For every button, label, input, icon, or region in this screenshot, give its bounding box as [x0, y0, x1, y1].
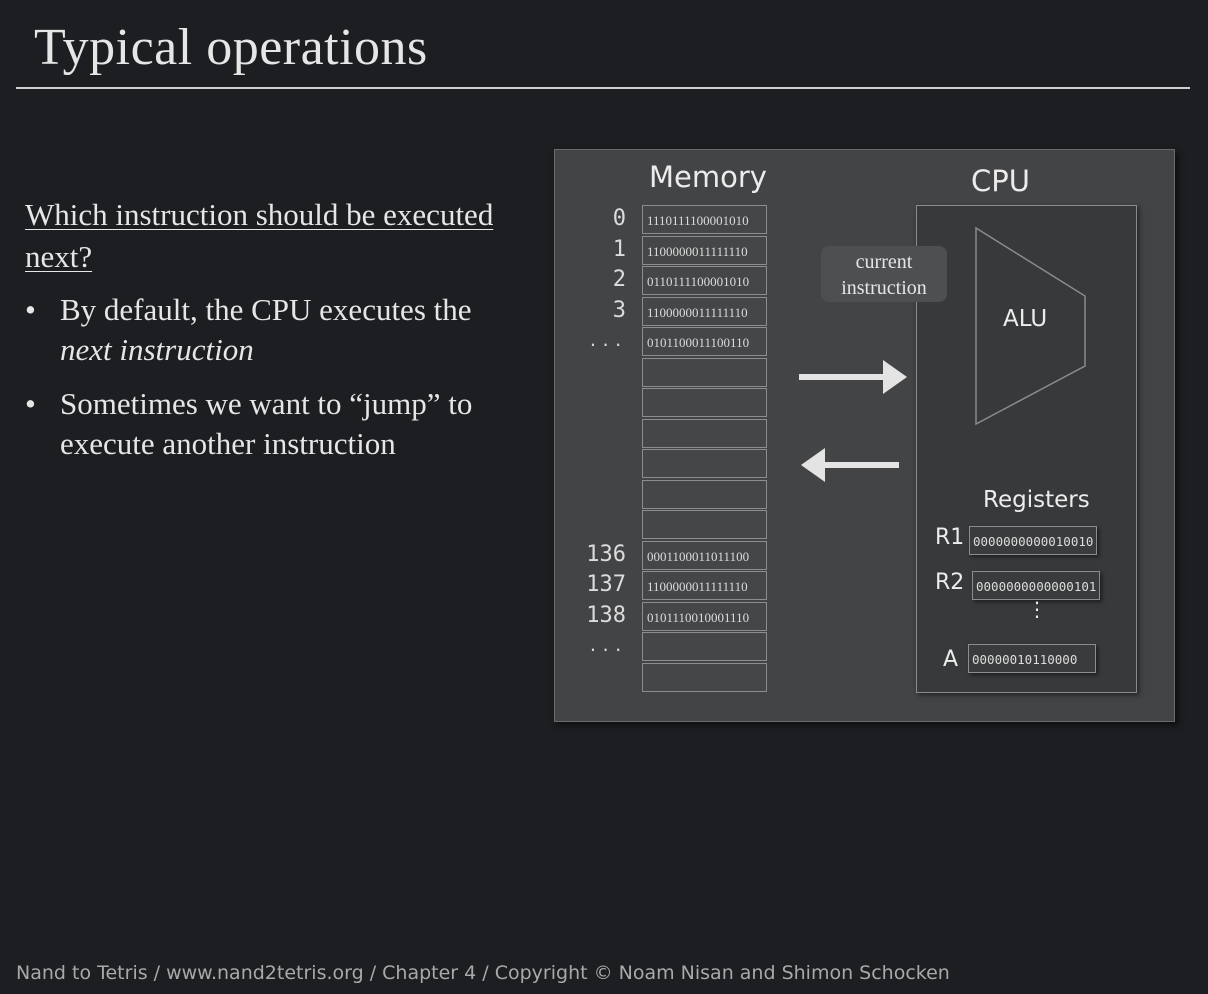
memory-cell: 0001100011011100 — [642, 540, 767, 570]
memory-cell — [642, 449, 767, 478]
memory-address: 136 — [586, 541, 626, 567]
title-rule — [16, 87, 1190, 89]
register-value-a: 00000010110000 — [968, 644, 1096, 673]
memory-cell — [642, 357, 767, 387]
registers-title: Registers — [983, 487, 1090, 513]
memory-cell: 1100000011111110 — [642, 235, 767, 265]
bullet-list: • By default, the CPU executes the next … — [25, 290, 525, 478]
memory-cell: 0101110010001110 — [642, 601, 767, 631]
memory-cell — [642, 510, 767, 539]
bullet-text: By default, the CPU executes the — [60, 292, 472, 327]
memory-address: 1 — [612, 236, 626, 262]
register-value-r1: 0000000000010010 — [969, 526, 1097, 555]
memory-address: 138 — [586, 602, 626, 628]
memory-cell — [642, 662, 767, 692]
arrow-to-cpu — [799, 360, 907, 394]
memory-title: Memory — [649, 160, 767, 194]
current-instruction-label: current instruction — [821, 246, 947, 302]
memory-address: 3 — [612, 297, 626, 323]
memory-cell — [642, 632, 767, 661]
footer-credit: Nand to Tetris / www.nand2tetris.org / C… — [16, 962, 950, 984]
register-name-r2: R2 — [935, 570, 965, 595]
memory-address: 137 — [586, 572, 626, 597]
bullet-mark: • — [25, 386, 36, 421]
memory-cell — [642, 479, 767, 509]
bullet-emphasis: next instruction — [60, 332, 254, 367]
alu-label: ALU — [1003, 306, 1048, 332]
slide-title: Typical operations — [34, 19, 428, 76]
register-name-r1: R1 — [935, 525, 965, 550]
bullet-item-1: • By default, the CPU executes the next … — [25, 290, 525, 370]
memory-address: ... — [588, 636, 626, 655]
memory-address: 2 — [612, 267, 626, 292]
memory-cell — [642, 388, 767, 417]
bullet-item-2: • Sometimes we want to “jump” to execute… — [25, 384, 525, 464]
bullet-mark: • — [25, 292, 36, 327]
memory-cell: 1100000011111110 — [642, 571, 767, 600]
memory-address: 0 — [612, 206, 626, 231]
bullet-text: Sometimes we want to “jump” to execute a… — [60, 386, 473, 461]
question-heading: Which instruction should be executed nex… — [25, 197, 494, 274]
register-name-a: A — [943, 647, 959, 672]
cpu-title: CPU — [971, 164, 1030, 198]
memory-cell: 0101100011100110 — [642, 327, 767, 356]
memory-address: ... — [588, 331, 626, 350]
memory-cell: 1110111100001010 — [642, 205, 767, 234]
memory-cell: 1100000011111110 — [642, 296, 767, 326]
memory-cell — [642, 418, 767, 448]
register-value-r2: 0000000000000101 — [972, 571, 1100, 600]
registers-ellipsis: ⋮ — [1027, 597, 1047, 621]
computer-diagram: Memory CPU 0 1 2 3... 136 137 138... 111011110… — [554, 149, 1175, 722]
arrow-to-memory — [801, 448, 899, 482]
memory-cell: 0110111100001010 — [642, 266, 767, 295]
alu-shape — [975, 226, 1086, 426]
data-flow-arrows — [799, 360, 907, 482]
